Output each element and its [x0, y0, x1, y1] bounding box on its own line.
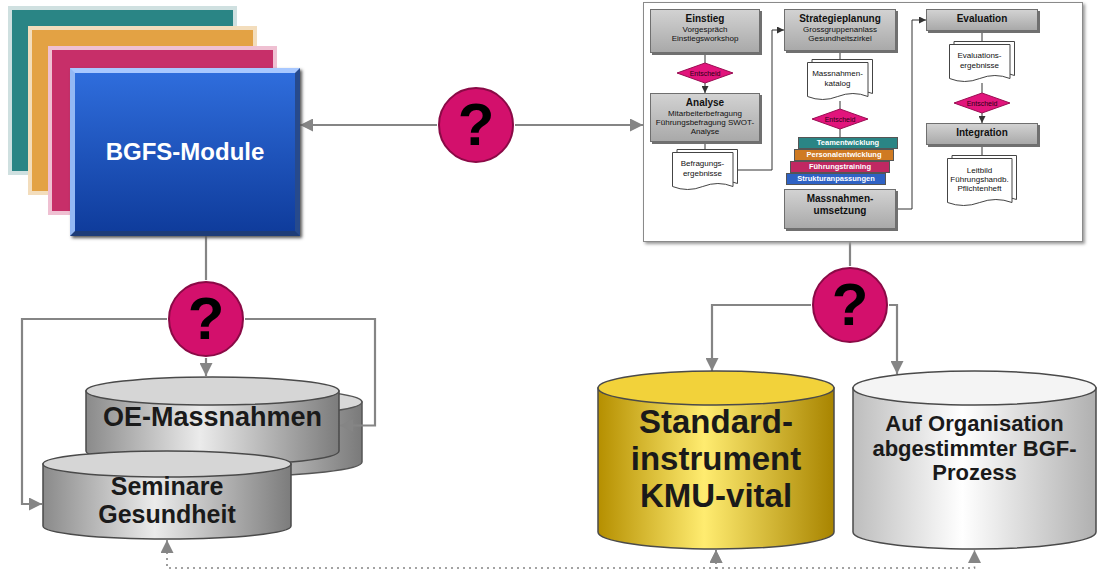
node-label: BGFS-Module: [106, 138, 265, 166]
process-box: Integration: [926, 123, 1038, 145]
circle-shape: [439, 88, 513, 162]
process-box: Massnahmen- umsetzung: [784, 189, 896, 229]
connector: [982, 145, 983, 155]
measure-bar: Personalentwicklung: [794, 149, 894, 161]
dotted-connector: [716, 550, 975, 568]
node-label: Integration: [956, 127, 1008, 139]
circle-shape: [813, 268, 887, 342]
question-circle: ?: [167, 280, 245, 358]
node-label: Vorgespräch Einstiegsworkshop: [654, 25, 756, 43]
connector: [889, 305, 897, 374]
connector: [205, 358, 207, 376]
question-mark: ?: [832, 275, 869, 335]
box-heading: Analyse: [686, 97, 724, 109]
node-label: Führungstraining: [809, 162, 871, 172]
connector: [205, 236, 207, 280]
cylinder-top: [853, 371, 1096, 405]
cylinder-top: [598, 371, 834, 405]
connector: [982, 83, 983, 93]
connector: [705, 142, 706, 149]
process-panel: EinstiegVorgespräch EinstiegsworkshopEnt…: [643, 2, 1083, 242]
node-label: Teamentwicklung: [817, 138, 879, 148]
database-cylinder: Standard- instrument KMU-vital: [597, 370, 835, 550]
node-label: Leitbild Führungshandb. Pflichtenheft: [950, 166, 1009, 194]
node-label: Seminare Gesundheit: [50, 472, 284, 528]
node-label: Strukturanpassungen: [797, 174, 875, 184]
box-heading: Strategieplanung: [799, 13, 881, 25]
document: Massnahmen- katalog: [807, 59, 873, 101]
question-circle: ?: [811, 266, 889, 344]
document: Evaluations- ergebnisse: [949, 41, 1015, 83]
question-mark: ?: [458, 95, 495, 155]
node-label: Massnahmen- umsetzung: [788, 193, 892, 217]
decision-diamond: Entscheid: [812, 109, 868, 129]
process-box: AnalyseMitarbeiterbefragung Führungsbefr…: [650, 93, 760, 142]
process-box: EinstiegVorgespräch Einstiegsworkshop: [650, 9, 760, 53]
question-circle: ?: [437, 86, 515, 164]
process-box: Evaluation: [926, 9, 1038, 31]
document-sheet: [808, 63, 869, 100]
box-heading: Einstieg: [686, 13, 725, 25]
connector: [896, 20, 926, 209]
node-label: Grossgruppenanlass Gesundheitszirkel: [788, 25, 892, 43]
connector: [300, 124, 437, 126]
circle-shape: [169, 282, 243, 356]
node-label: Entscheid: [690, 70, 721, 77]
node-label: Standard- instrument KMU-vital: [605, 404, 827, 515]
document: Leitbild Führungshandb. Pflichtenheft: [947, 155, 1017, 207]
module-stack: BGFS-Module: [70, 68, 300, 236]
measure-bar: Strukturanpassungen: [786, 173, 886, 185]
node-label: Evaluations- ergebnisse: [952, 51, 1007, 69]
cylinder-body: [598, 388, 834, 549]
cylinder-top: [86, 377, 339, 405]
connector: [849, 242, 851, 266]
node-label: Evaluation: [957, 13, 1008, 25]
document-sheet: [948, 159, 1013, 206]
connector: [982, 31, 983, 41]
decision-diamond: Entscheid: [954, 93, 1010, 113]
cylinder-body: [853, 388, 1096, 549]
connector: [982, 113, 983, 123]
connector: [705, 83, 706, 93]
process-box: StrategieplanungGrossgruppenanlass Gesun…: [784, 9, 896, 51]
connector: [840, 129, 841, 137]
node-label: Entscheid: [967, 100, 998, 107]
node-label: Entscheid: [825, 116, 856, 123]
measure-bar: Führungstraining: [790, 161, 890, 173]
node-label: Auf Organisation abgestimmter BGF-Prozes…: [860, 412, 1089, 486]
node-label: Personalentwicklung: [806, 150, 881, 160]
diamond-shape: [677, 63, 733, 83]
decision-diamond: Entscheid: [677, 63, 733, 83]
connector: [515, 124, 643, 126]
document-sheet: [673, 153, 734, 190]
connector: [840, 51, 841, 59]
database-cylinder: Seminare Gesundheit: [42, 450, 292, 540]
document: Befragungs- ergebnisse: [672, 149, 738, 191]
measure-bar: Teamentwicklung: [798, 137, 898, 149]
node-label: Massnahmen- katalog: [810, 69, 865, 87]
question-mark: ?: [188, 289, 225, 349]
connector: [712, 305, 811, 371]
document-sheet: [950, 45, 1011, 82]
connector: [705, 53, 706, 63]
node-label: Mitarbeiterbefragung Führungsbefragung S…: [654, 109, 756, 137]
cylinder-body: [43, 464, 291, 539]
connector: [840, 101, 841, 109]
node-label: OE-Massnahmen: [103, 402, 322, 432]
node-label: Befragungs- ergebnisse: [675, 159, 730, 177]
diamond-shape: [812, 109, 868, 129]
database-cylinder: Auf Organisation abgestimmter BGF-Prozes…: [852, 370, 1097, 550]
diamond-shape: [954, 93, 1010, 113]
